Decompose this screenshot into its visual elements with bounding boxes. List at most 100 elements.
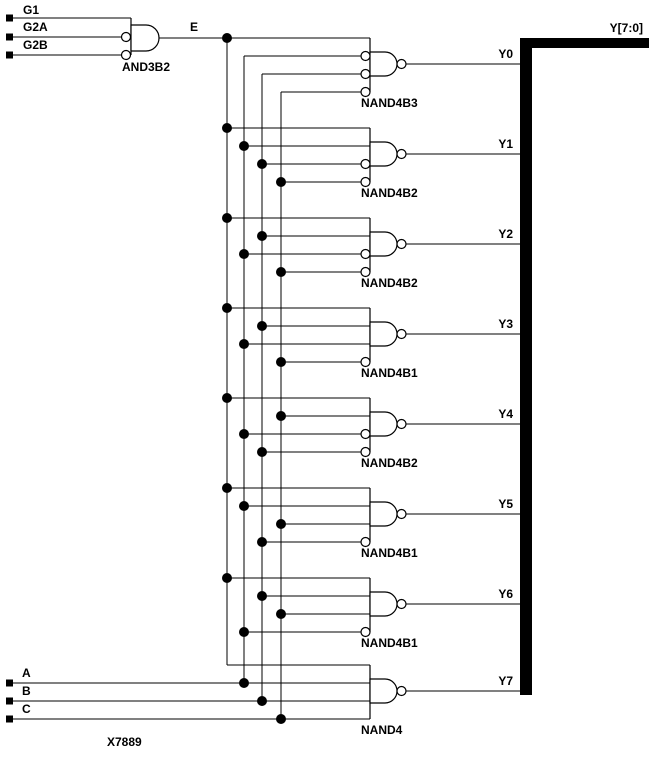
net-label-g2b: G2B — [23, 38, 48, 52]
input-bubble — [360, 158, 371, 170]
output-net-label: Y3 — [498, 317, 513, 331]
bus-bar-horizontal[interactable] — [520, 38, 649, 48]
bus-label: Y[7:0] — [610, 21, 643, 35]
input-bubble — [360, 428, 371, 440]
junction-dot — [222, 213, 232, 223]
input-pin-b[interactable] — [6, 697, 13, 705]
junction-dot — [276, 411, 286, 421]
nand-gate-y0[interactable]: NAND4B3 Y0 — [222, 33, 520, 110]
nand-gate-y3[interactable]: NAND4B1 Y3 — [222, 303, 520, 380]
nand-gate-body[interactable] — [369, 141, 398, 167]
nand-gate-y6[interactable]: NAND4B1 Y6 — [222, 573, 520, 650]
input-bubble — [360, 50, 371, 62]
nand-gate-body[interactable] — [369, 501, 398, 527]
nand-gate-body[interactable] — [369, 591, 398, 617]
output-net-label: Y1 — [498, 137, 513, 151]
junction-dot — [257, 159, 267, 169]
output-bubble — [396, 685, 407, 697]
gate-type-label: NAND4B1 — [361, 366, 418, 380]
output-bus[interactable]: Y[7:0] — [520, 21, 649, 695]
output-bubble — [396, 418, 407, 430]
junction-dot — [239, 501, 249, 511]
nand-gate-body[interactable] — [369, 678, 398, 704]
input-bubble — [360, 176, 371, 188]
junction-dot — [222, 303, 232, 313]
and-gate-body[interactable] — [130, 24, 160, 52]
nand-gate-body[interactable] — [369, 51, 398, 77]
junction-dot — [257, 321, 267, 331]
bus-bar-vertical[interactable] — [520, 38, 532, 695]
gate-type-label: NAND4B2 — [361, 276, 418, 290]
input-bubble — [360, 536, 371, 548]
input-pin-g2b[interactable] — [6, 51, 13, 59]
junction-dot — [276, 714, 286, 724]
nand-gate-y1[interactable]: NAND4B2 Y1 — [222, 123, 520, 200]
net-label-e: E — [190, 20, 198, 34]
output-bubble — [396, 148, 407, 160]
output-net-label: Y6 — [498, 587, 513, 601]
input-bubble — [360, 446, 371, 458]
junction-dot — [239, 678, 249, 688]
input-bubble — [360, 86, 371, 98]
junction-dot — [239, 627, 249, 637]
output-bubble — [396, 508, 407, 520]
junction-dot — [239, 141, 249, 151]
junction-dot — [222, 393, 232, 403]
junction-dot — [276, 519, 286, 529]
junction-dot — [222, 33, 232, 43]
nand-gate-body[interactable] — [369, 411, 398, 437]
input-bubble — [360, 248, 371, 260]
junction-dot — [276, 609, 286, 619]
nand-gate-y4[interactable]: NAND4B2 Y4 — [222, 393, 520, 470]
input-bubble — [360, 356, 371, 368]
junction-dot — [239, 249, 249, 259]
enable-inputs: G1 G2A G2B — [6, 3, 131, 59]
junction-dot — [239, 339, 249, 349]
net-label-b: B — [22, 684, 31, 698]
output-net-label: Y7 — [498, 674, 513, 688]
nand-gate-y7[interactable]: NAND4 Y7 — [227, 664, 520, 737]
input-pin-g2a[interactable] — [6, 33, 13, 41]
junction-dot — [222, 123, 232, 133]
and3b2-gate[interactable]: E AND3B2 — [120, 18, 228, 74]
output-bubble — [396, 328, 407, 340]
data-inputs: A B C — [6, 666, 370, 723]
junction-dot — [222, 483, 232, 493]
nand-gate-body[interactable] — [369, 321, 398, 347]
net-label-g1: G1 — [23, 3, 39, 17]
gate-type-label: NAND4 — [361, 723, 403, 737]
gate-type-label: NAND4B1 — [361, 546, 418, 560]
junction-dot — [257, 591, 267, 601]
nand-gates: NAND4B3Y0NAND4B2Y1NAND4B2Y2NAND4B1Y3NAND… — [222, 33, 520, 737]
trunk-wires — [226, 38, 282, 719]
output-bubble — [396, 598, 407, 610]
output-net-label: Y4 — [498, 407, 513, 421]
junction-dot — [276, 267, 286, 277]
gate-type-label: NAND4B1 — [361, 636, 418, 650]
junction-dot — [276, 357, 286, 367]
nand-gate-y5[interactable]: NAND4B1 Y5 — [222, 483, 520, 560]
gate-type-label: NAND4B2 — [361, 456, 418, 470]
output-bubble — [396, 58, 407, 70]
part-label: X7889 — [107, 735, 142, 749]
net-label-a: A — [22, 666, 31, 680]
junction-dot — [257, 231, 267, 241]
gate-type-label: AND3B2 — [122, 60, 170, 74]
input-pin-c[interactable] — [6, 715, 13, 723]
junction-dot — [257, 447, 267, 457]
input-bubble — [360, 266, 371, 278]
nand-gate-body[interactable] — [369, 231, 398, 257]
output-net-label: Y0 — [498, 47, 513, 61]
input-bubble — [120, 31, 132, 43]
input-pin-a[interactable] — [6, 679, 13, 687]
junction-dot — [239, 429, 249, 439]
gate-type-label: NAND4B2 — [361, 186, 418, 200]
input-bubble — [360, 626, 371, 638]
input-bubble — [120, 49, 132, 61]
input-pin-g1[interactable] — [6, 14, 13, 22]
output-net-label: Y5 — [498, 497, 513, 511]
output-bubble — [396, 238, 407, 250]
gate-type-label: NAND4B3 — [361, 96, 418, 110]
